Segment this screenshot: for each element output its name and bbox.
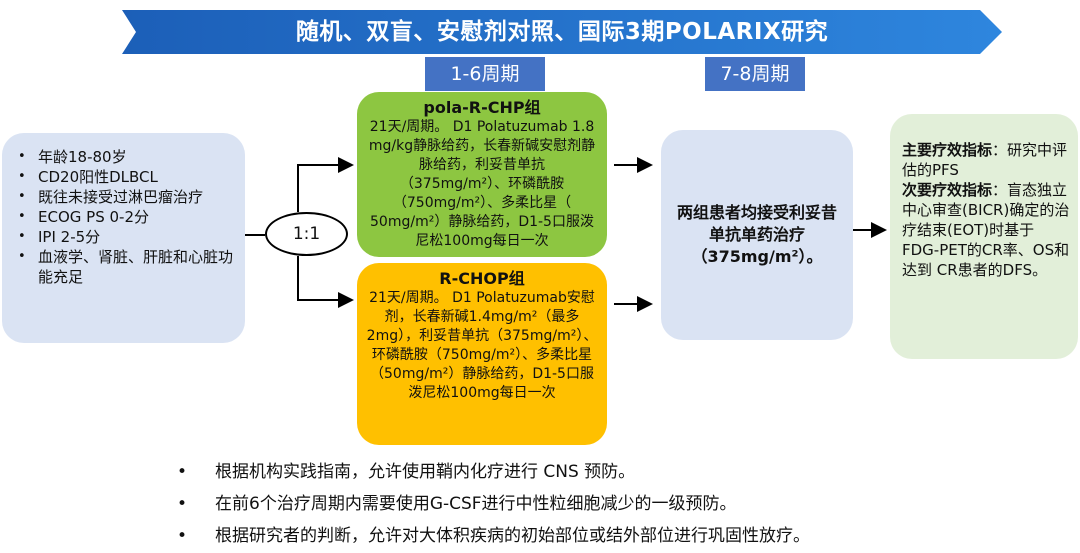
eligibility-list: •年龄18-80岁 •CD20阳性DLBCL •既往未接受过淋巴瘤治疗 •ECO… bbox=[16, 147, 235, 287]
eligibility-box: •年龄18-80岁 •CD20阳性DLBCL •既往未接受过淋巴瘤治疗 •ECO… bbox=[2, 133, 245, 343]
notes-list: •根据机构实践指南，允许使用鞘内化疗进行 CNS 预防。 •在前6个治疗周期内需… bbox=[175, 456, 1055, 552]
list-item: •根据机构实践指南，允许使用鞘内化疗进行 CNS 预防。 bbox=[177, 462, 636, 482]
arm-a-box: pola-R-CHP组 21天/周期。 D1 Polatuzumab 1.8 m… bbox=[357, 92, 607, 257]
maintenance-text: 两组患者均接受利妥昔单抗单药治疗（375mg/m²）。 bbox=[676, 203, 837, 266]
endpoints-box: 主要疗效指标：研究中评估的PFS 次要疗效指标：盲态独立中心审查(BICR)确定… bbox=[890, 114, 1078, 359]
title-banner: 随机、双盲、安慰剂对照、国际3期POLARIX研究 bbox=[122, 10, 1002, 54]
arm-b-box: R-CHOP组 21天/周期。 D1 Polatuzumab安慰剂，长春新碱1.… bbox=[357, 263, 607, 445]
randomization-ratio: 1:1 bbox=[265, 212, 348, 256]
ratio-to-arm-b-arrow bbox=[297, 256, 354, 308]
page-title: 随机、双盲、安慰剂对照、国际3期POLARIX研究 bbox=[295, 19, 829, 45]
list-item: •年龄18-80岁 bbox=[18, 148, 127, 166]
arm-a-description: 21天/周期。 D1 Polatuzumab 1.8 mg/kg静脉给药，长春新… bbox=[368, 119, 596, 249]
list-item: •IPI 2-5分 bbox=[18, 228, 101, 246]
list-item: •ECOG PS 0-2分 bbox=[18, 208, 149, 226]
banner-arrow-shape bbox=[122, 10, 1002, 54]
primary-endpoint-label: 主要疗效指标 bbox=[902, 141, 993, 159]
primary-endpoint-text: ：研究中评估的PFS bbox=[902, 141, 1068, 179]
period-label-1-6: 1-6周期 bbox=[425, 57, 545, 91]
list-item: •既往未接受过淋巴瘤治疗 bbox=[18, 188, 204, 206]
ratio-to-arm-a-arrow bbox=[297, 157, 354, 212]
list-item: •血液学、肾脏、肝脏和心脏功能充足 bbox=[18, 248, 234, 286]
maintenance-box: 两组患者均接受利妥昔单抗单药治疗（375mg/m²）。 bbox=[661, 130, 853, 340]
secondary-endpoint-label: 次要疗效指标 bbox=[902, 181, 993, 199]
secondary-endpoint-text: ：盲态独立中心审查(BICR)确定的治疗结束(EOT)时基于FDG-PET的CR… bbox=[902, 181, 1070, 279]
arm-b-title: R-CHOP组 bbox=[439, 269, 525, 288]
list-item: •根据研究者的判断，允许对大体积疾病的初始部位或结外部位进行巩固性放疗。 bbox=[177, 526, 810, 546]
list-item: •CD20阳性DLBCL bbox=[18, 168, 158, 186]
arm-a-title: pola-R-CHP组 bbox=[423, 98, 541, 117]
arm-b-description: 21天/周期。 D1 Polatuzumab安慰剂，长春新碱1.4mg/m²（最… bbox=[366, 290, 598, 401]
list-item: •在前6个治疗周期内需要使用G-CSF进行中性粒细胞减少的一级预防。 bbox=[177, 494, 737, 514]
period-label-7-8: 7-8周期 bbox=[705, 57, 805, 91]
